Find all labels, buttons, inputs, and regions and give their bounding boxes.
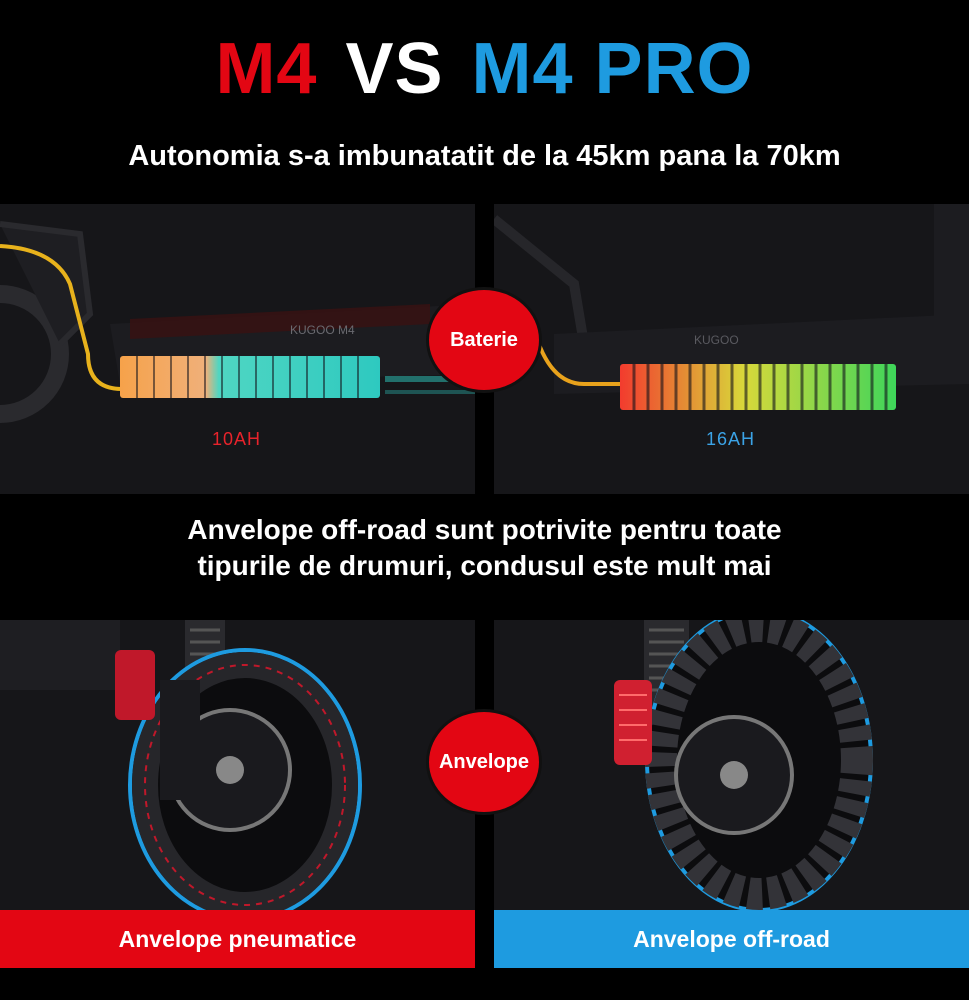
scooter-deck-illustration: KUGOO M4 bbox=[0, 221, 475, 423]
offroad-tire-illustration bbox=[614, 620, 873, 910]
deck-brand-text-pro: KUGOO bbox=[694, 333, 739, 347]
battery-capacity-m4: 10AH bbox=[212, 429, 262, 449]
model-a-title: M4 bbox=[215, 29, 318, 109]
battery-cells-m4 bbox=[120, 356, 475, 398]
offroad-tire-label: Anvelope off-road bbox=[494, 910, 969, 968]
pneumatic-tire-label: Anvelope pneumatice bbox=[0, 910, 475, 968]
tires-description: Anvelope off-road sunt potrivite pentru … bbox=[0, 512, 969, 584]
tires-description-line1: Anvelope off-road sunt potrivite pentru … bbox=[187, 514, 782, 545]
deck-brand-text: KUGOO M4 bbox=[290, 323, 355, 337]
scooter-deck-illustration-pro: KUGOO bbox=[494, 204, 969, 410]
tire-panel-m4-pro bbox=[494, 620, 969, 910]
tires-description-line2: tipurile de drumuri, condusul este mult … bbox=[197, 550, 772, 581]
comparison-title: M4 VS M4 PRO bbox=[0, 28, 969, 110]
battery-cells-m4-pro bbox=[620, 364, 896, 410]
model-b-title: M4 PRO bbox=[471, 29, 754, 109]
tires-badge: Anvelope bbox=[429, 712, 539, 812]
battery-panel-m4-pro: KUGOO 16AH bbox=[494, 204, 969, 494]
tire-panel-m4 bbox=[0, 620, 475, 910]
battery-badge: Baterie bbox=[429, 290, 539, 390]
vs-label: VS bbox=[345, 29, 444, 109]
pneumatic-tire-illustration bbox=[0, 620, 362, 910]
battery-capacity-m4-pro: 16AH bbox=[706, 429, 756, 449]
battery-panel-m4: KUGOO M4 10AH bbox=[0, 204, 475, 494]
range-subtitle: Autonomia s-a imbunatatit de la 45km pan… bbox=[128, 140, 841, 172]
